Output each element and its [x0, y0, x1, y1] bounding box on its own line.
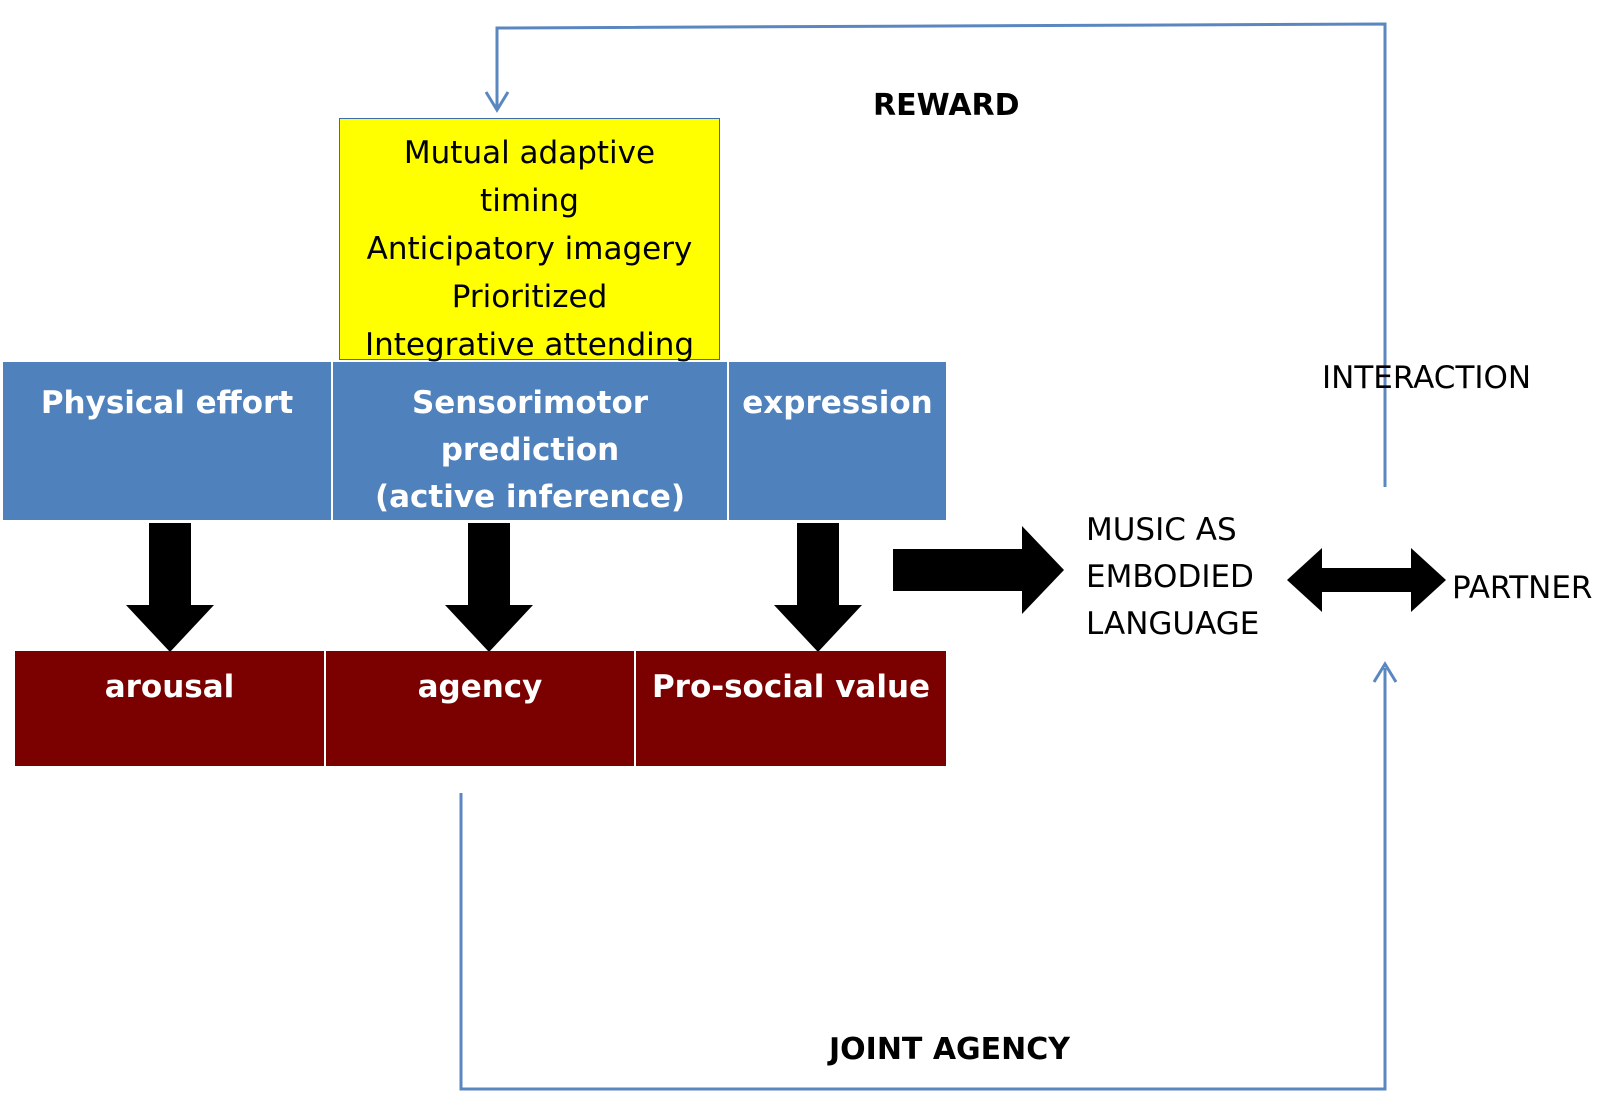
expression-box: expression	[729, 362, 946, 520]
physical-effort-box: Physical effort	[3, 362, 331, 520]
yellow-line-3: Anticipatory imagery	[366, 231, 693, 267]
joint-agency-line	[459, 668, 1387, 1091]
music-embodied-language-label: MUSIC AS EMBODIED LANGUAGE	[1086, 507, 1259, 648]
pro-social-value-label: Pro-social value	[651, 669, 931, 705]
agency-box: agency	[326, 651, 634, 766]
joint-agency-arrowhead	[1372, 661, 1398, 683]
mutual-adaptive-timing-box: Mutual adaptive timing Anticipatory imag…	[339, 118, 720, 363]
reward-feedback-line	[495, 22, 1387, 487]
music-line-2: EMBODIED	[1086, 559, 1254, 595]
double-arrow-partner	[1287, 548, 1446, 612]
expression-label: expression	[742, 385, 933, 421]
interaction-label: INTERACTION	[1322, 360, 1532, 396]
yellow-line-5: Integrative attending	[364, 327, 695, 363]
down-arrow-arousal	[126, 523, 214, 652]
physical-effort-label: Physical effort	[40, 385, 294, 421]
joint-agency-label: JOINT AGENCY	[829, 1032, 1071, 1067]
right-arrow-music	[893, 526, 1064, 614]
pro-social-value-box: Pro-social value	[636, 651, 946, 766]
yellow-line-4: Prioritized	[451, 279, 608, 315]
yellow-line-1: Mutual adaptive	[403, 135, 656, 171]
sensorimotor-line-1: Sensorimotor	[411, 385, 649, 421]
music-line-1: MUSIC AS	[1086, 512, 1237, 548]
partner-label: PARTNER	[1452, 570, 1593, 606]
sensorimotor-prediction-box: Sensorimotor prediction (active inferenc…	[333, 362, 727, 520]
down-arrow-prosocial	[774, 523, 862, 652]
agency-label: agency	[417, 669, 543, 705]
arousal-label: arousal	[104, 669, 235, 705]
sensorimotor-line-2: prediction	[440, 432, 620, 468]
music-line-3: LANGUAGE	[1086, 606, 1260, 642]
sensorimotor-line-3: (active inference)	[374, 479, 686, 515]
down-arrow-agency	[445, 523, 533, 652]
arousal-box: arousal	[15, 651, 324, 766]
reward-arrowhead	[484, 91, 510, 113]
yellow-line-2: timing	[480, 183, 579, 219]
reward-label: REWARD	[873, 88, 1020, 123]
